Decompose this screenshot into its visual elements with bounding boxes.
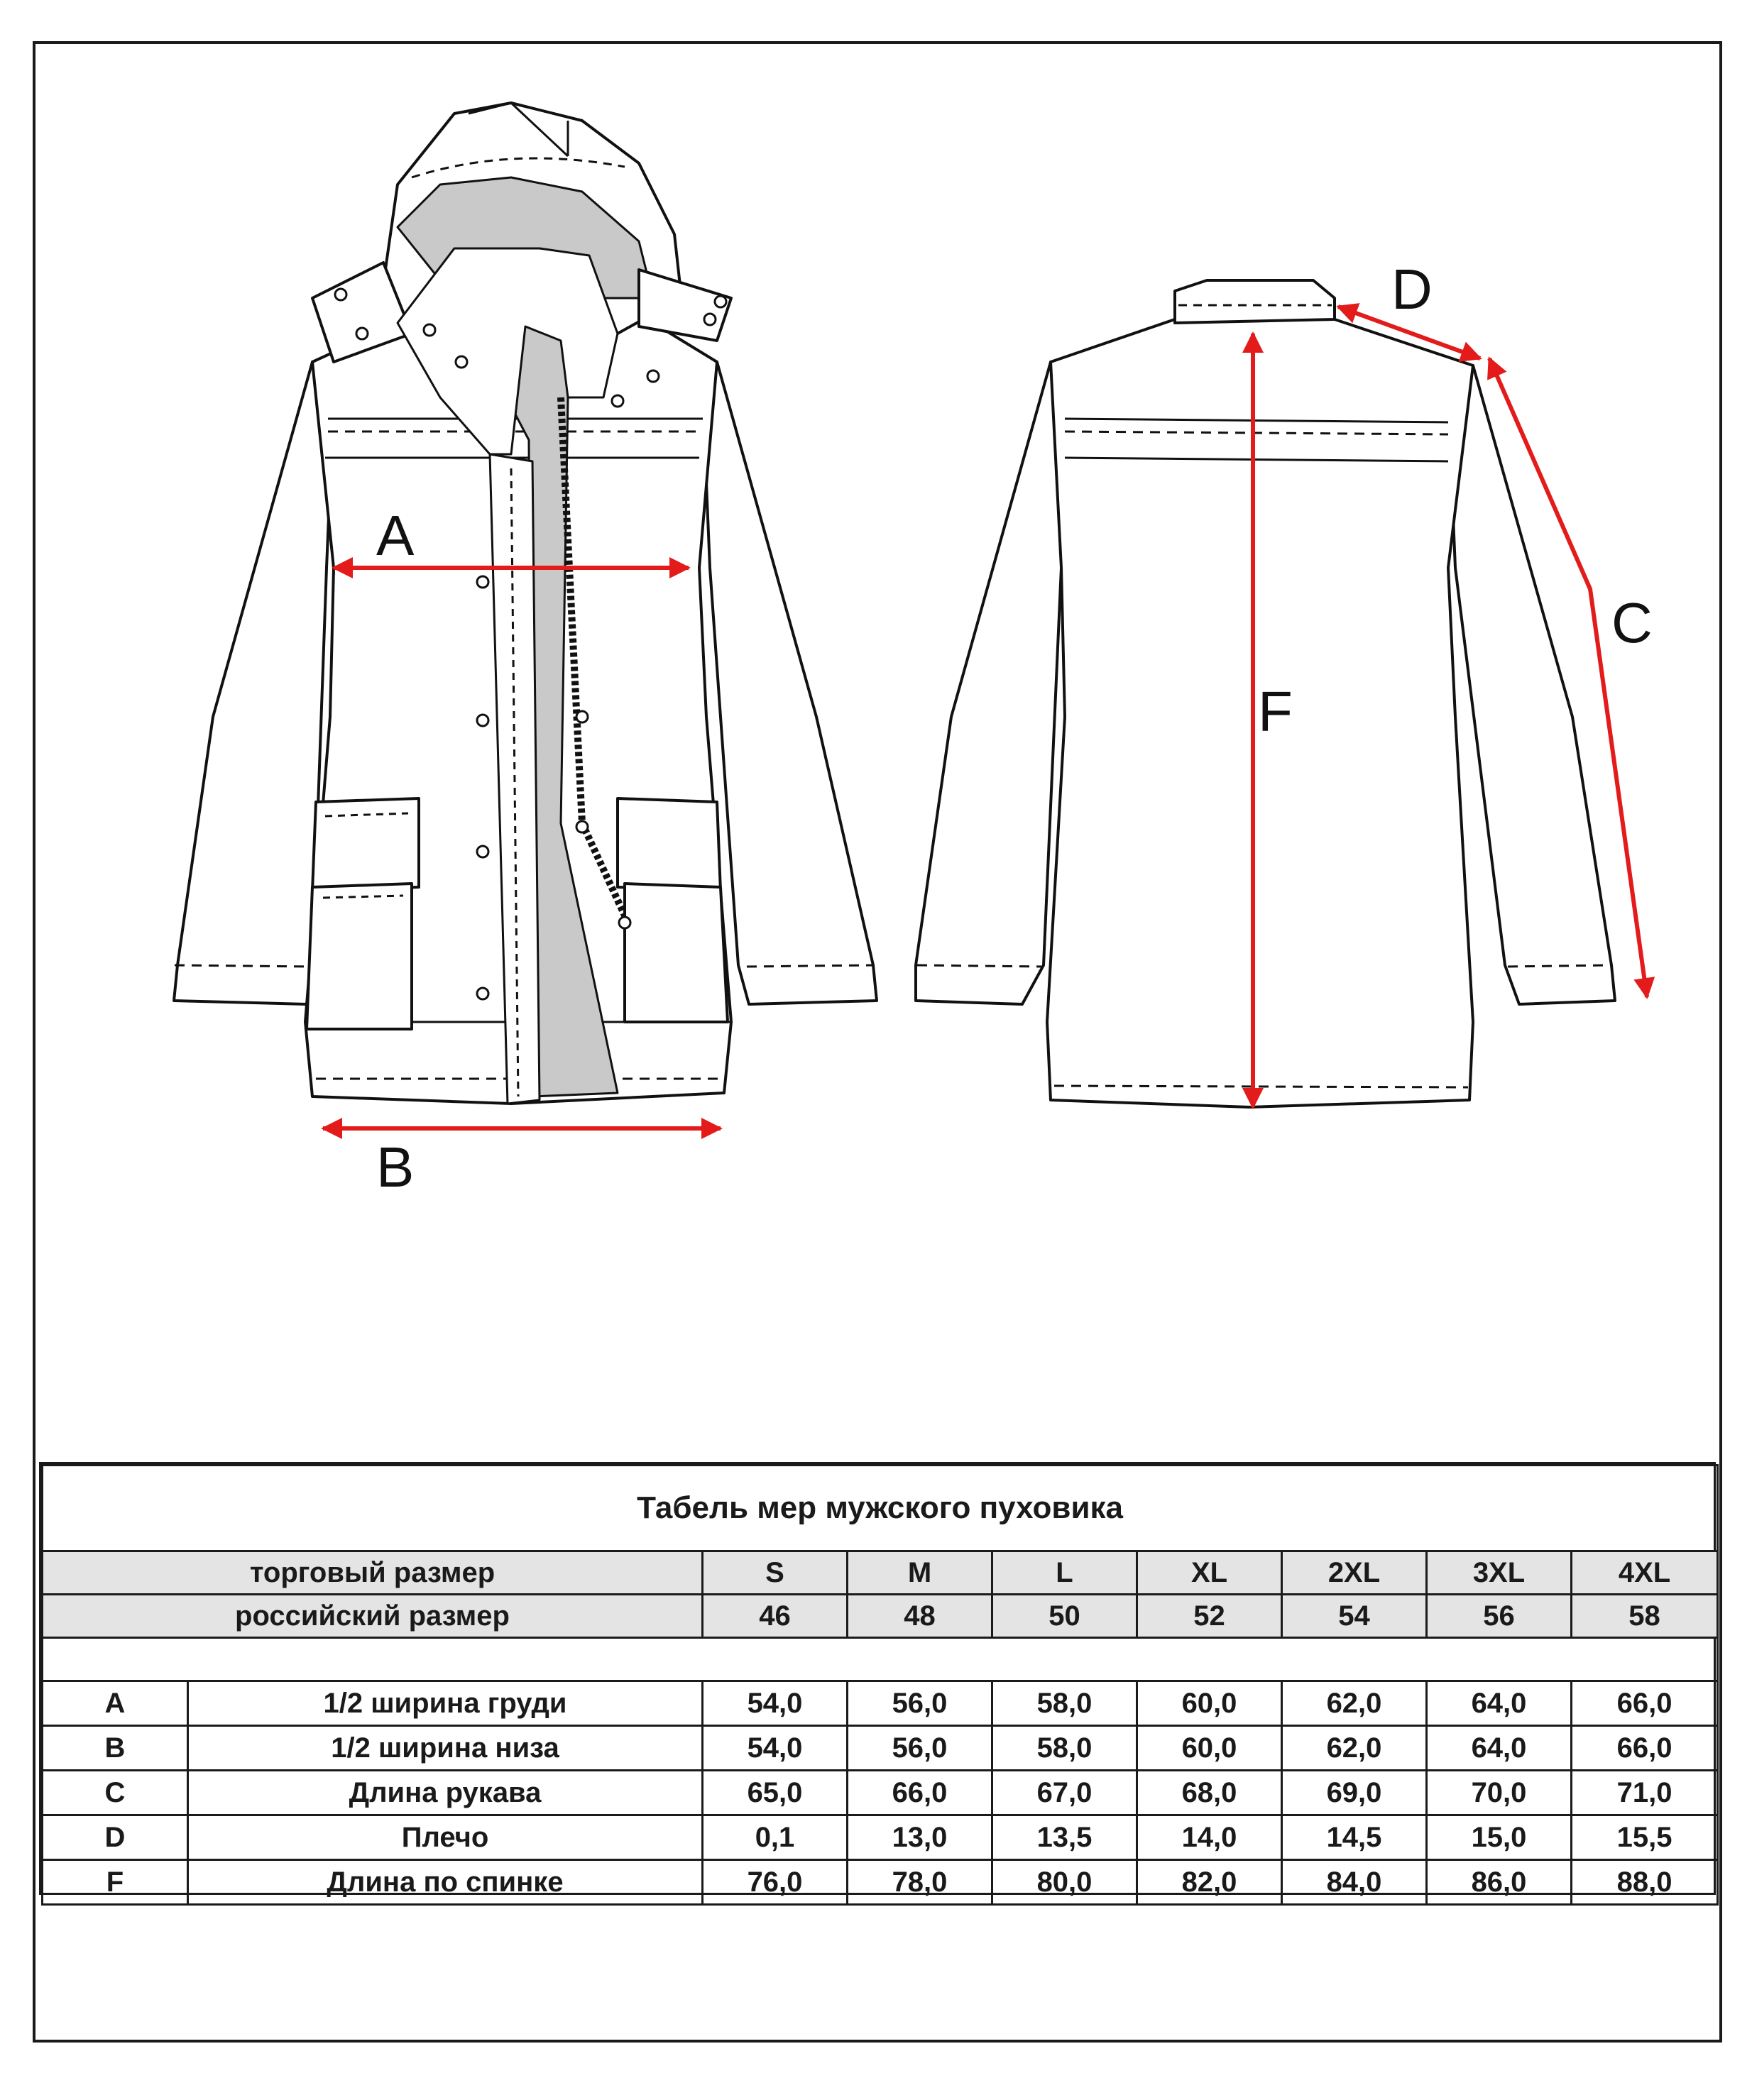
front-left-sleeve xyxy=(173,361,335,1006)
russian-size-row: российский размер 46 48 50 52 54 56 58 xyxy=(41,1593,1719,1639)
row-value: 88,0 xyxy=(1570,1859,1719,1906)
row-value: 0,1 xyxy=(701,1814,848,1861)
back-right-sleeve xyxy=(1447,364,1616,1006)
row-name: Плечо xyxy=(187,1814,703,1861)
russian-size-cell: 46 xyxy=(701,1593,848,1639)
outer-frame xyxy=(33,41,1722,2043)
trade-size-cell: M xyxy=(846,1550,993,1595)
pocket-left xyxy=(305,882,413,1030)
trade-size-cell: XL xyxy=(1136,1550,1283,1595)
row-value: 80,0 xyxy=(991,1859,1138,1906)
row-value: 86,0 xyxy=(1425,1859,1572,1906)
front-snaps xyxy=(334,287,728,1001)
jacket-drawing: A B C D F xyxy=(173,101,1655,1199)
row-value: 15,5 xyxy=(1570,1814,1719,1861)
row-value: 15,0 xyxy=(1425,1814,1572,1861)
pocket-right-flap xyxy=(616,797,722,892)
row-value: 14,0 xyxy=(1136,1814,1283,1861)
measure-d-line xyxy=(1336,303,1482,362)
row-value: 82,0 xyxy=(1136,1859,1283,1906)
row-value: 84,0 xyxy=(1281,1859,1428,1906)
trade-size-row: торговый размер S M L XL 2XL 3XL 4XL xyxy=(41,1550,1719,1595)
pocket-right xyxy=(623,882,729,1023)
trade-size-label: торговый размер xyxy=(41,1550,703,1595)
row-name: Длина рукава xyxy=(187,1769,703,1816)
row-value: 68,0 xyxy=(1136,1769,1283,1816)
row-value: 66,0 xyxy=(846,1769,993,1816)
row-value: 54,0 xyxy=(701,1725,848,1771)
row-value: 58,0 xyxy=(991,1725,1138,1771)
trade-size-cell: S xyxy=(701,1550,848,1595)
row-name: 1/2 ширина груди xyxy=(187,1680,703,1727)
spacer-row xyxy=(40,1637,1719,1682)
row-value: 13,0 xyxy=(846,1814,993,1861)
jacket-front xyxy=(173,101,878,1105)
trade-size-cell: 3XL xyxy=(1425,1550,1572,1595)
russian-size-cell: 48 xyxy=(846,1593,993,1639)
label-b: B xyxy=(376,1136,414,1199)
row-value: 54,0 xyxy=(701,1680,848,1727)
label-a: A xyxy=(376,504,415,567)
row-name: 1/2 ширина низа xyxy=(187,1725,703,1771)
row-value: 13,5 xyxy=(991,1814,1138,1861)
measurement-lines xyxy=(321,303,1655,1139)
row-value: 56,0 xyxy=(846,1725,993,1771)
row-value: 69,0 xyxy=(1281,1769,1428,1816)
row-value: 62,0 xyxy=(1281,1725,1428,1771)
row-value: 66,0 xyxy=(1570,1725,1719,1771)
size-table: Табель мер мужского пуховика торговый ра… xyxy=(39,1462,1719,1906)
row-value: 71,0 xyxy=(1570,1769,1719,1816)
row-value: 70,0 xyxy=(1425,1769,1572,1816)
back-collar xyxy=(1173,279,1336,324)
row-value: 76,0 xyxy=(701,1859,848,1906)
row-value: 65,0 xyxy=(701,1769,848,1816)
row-value: 62,0 xyxy=(1281,1680,1428,1727)
russian-size-cell: 52 xyxy=(1136,1593,1283,1639)
row-value: 60,0 xyxy=(1136,1725,1283,1771)
spacer-cell xyxy=(40,1637,1719,1682)
russian-size-label: российский размер xyxy=(41,1593,703,1639)
trade-size-cell: L xyxy=(991,1550,1138,1595)
measure-c-line xyxy=(1487,356,1655,999)
label-f: F xyxy=(1258,680,1293,743)
back-left-sleeve xyxy=(914,361,1066,1006)
row-code: D xyxy=(41,1814,189,1861)
pocket-left-flap xyxy=(311,797,420,892)
label-d: D xyxy=(1391,258,1433,321)
row-value: 14,5 xyxy=(1281,1814,1428,1861)
row-code: F xyxy=(41,1859,189,1906)
row-value: 67,0 xyxy=(991,1769,1138,1816)
row-value: 78,0 xyxy=(846,1859,993,1906)
russian-size-cell: 58 xyxy=(1570,1593,1719,1639)
row-value: 64,0 xyxy=(1425,1680,1572,1727)
front-collar xyxy=(396,247,619,456)
russian-size-cell: 54 xyxy=(1281,1593,1428,1639)
row-value: 66,0 xyxy=(1570,1680,1719,1727)
table-title: Табель мер мужского пуховика xyxy=(40,1464,1719,1552)
russian-size-cell: 50 xyxy=(991,1593,1138,1639)
row-value: 58,0 xyxy=(991,1680,1138,1727)
row-code: A xyxy=(41,1680,189,1727)
row-name: Длина по спинке xyxy=(187,1859,703,1906)
trade-size-cell: 2XL xyxy=(1281,1550,1428,1595)
row-value: 56,0 xyxy=(846,1680,993,1727)
trade-size-cell: 4XL xyxy=(1570,1550,1719,1595)
row-value: 64,0 xyxy=(1425,1725,1572,1771)
row-value: 60,0 xyxy=(1136,1680,1283,1727)
russian-size-cell: 56 xyxy=(1425,1593,1572,1639)
front-right-sleeve xyxy=(701,361,878,1006)
row-code: C xyxy=(41,1769,189,1816)
row-code: B xyxy=(41,1725,189,1771)
label-c: C xyxy=(1611,591,1653,654)
